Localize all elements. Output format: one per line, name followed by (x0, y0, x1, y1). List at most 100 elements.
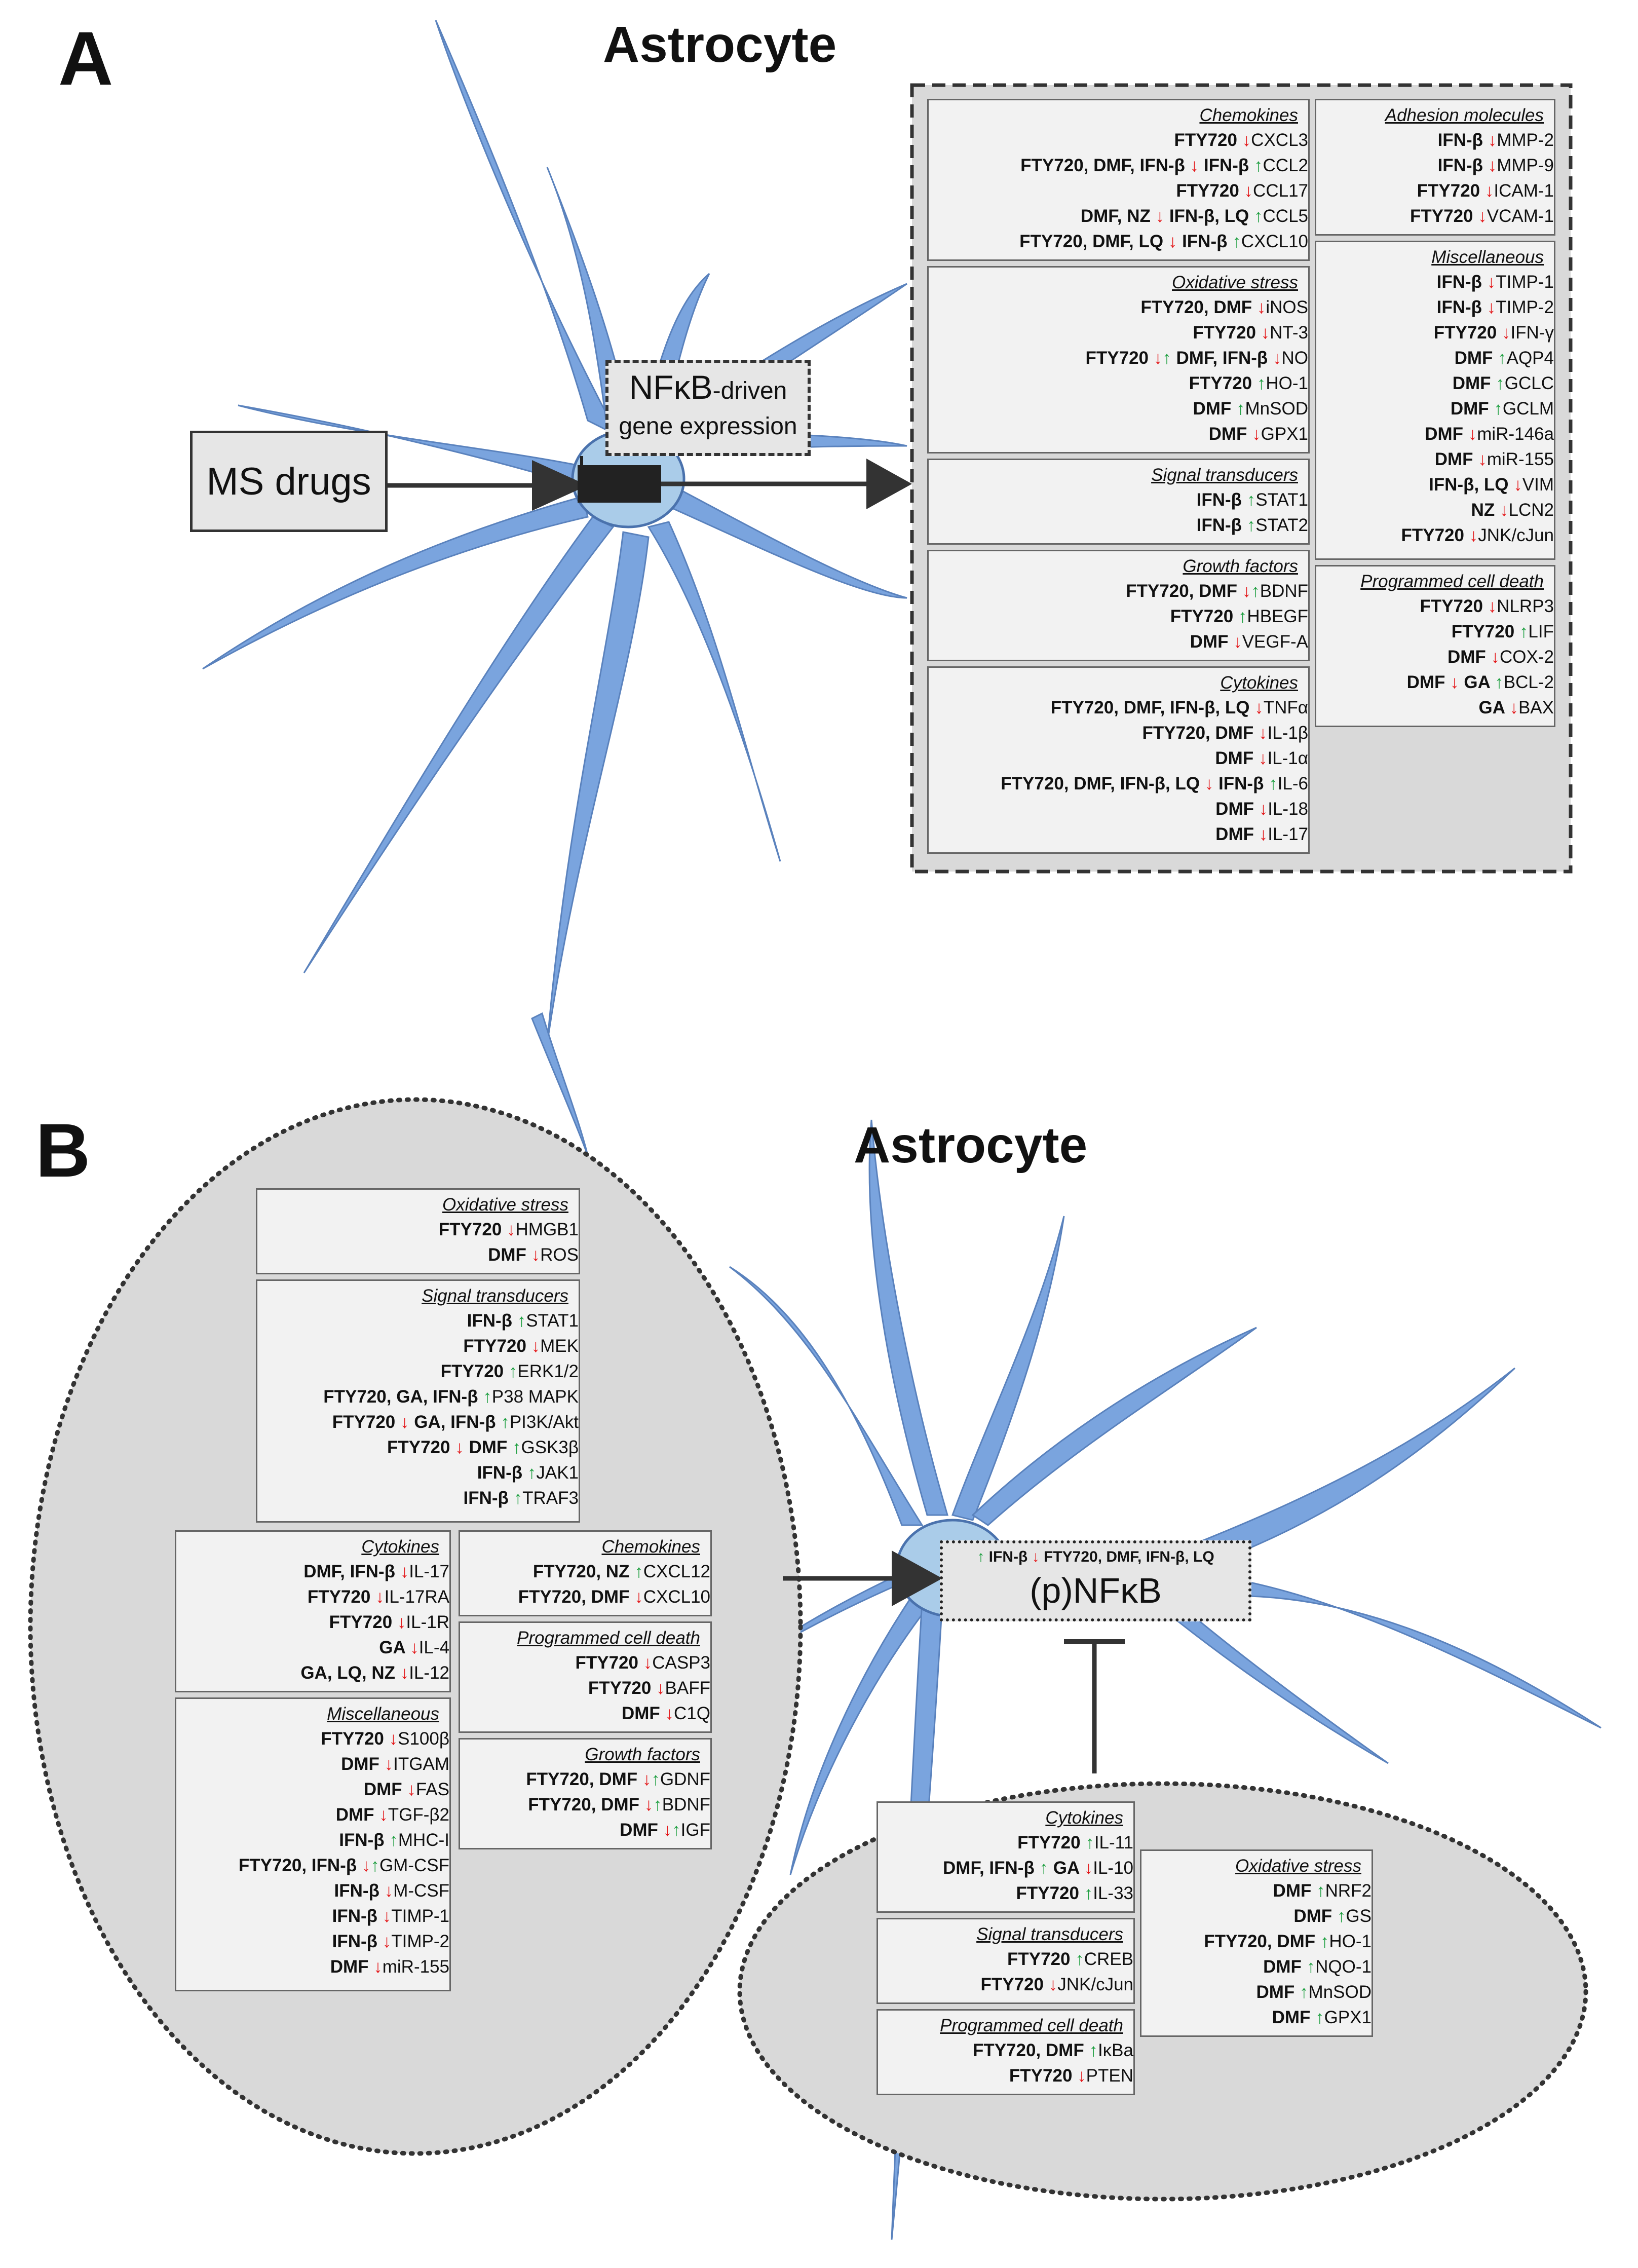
drug-effects: DMF ↑ (929, 399, 1245, 419)
down-arrow-icon: ↓ (531, 1336, 541, 1356)
gene-row: FTY720 ↓IL-17RA (176, 1584, 449, 1610)
gene-name: IL-6 (1277, 774, 1308, 793)
down-arrow-icon: ↓ (507, 1220, 516, 1239)
down-arrow-icon: ↓ (400, 1412, 409, 1432)
drug-effects: FTY720 ↓ (176, 1729, 398, 1749)
up-arrow-icon: ↑ (1254, 156, 1263, 175)
up-arrow-icon: ↑ (634, 1562, 643, 1581)
gene-row: IFN-β, LQ ↓VIM (1316, 472, 1554, 498)
down-arrow-icon: ↓ (397, 1612, 406, 1632)
down-arrow-icon: ↓ (1487, 272, 1496, 292)
drug-name: DMF (1406, 672, 1445, 692)
gene-name: iNOS (1266, 297, 1308, 317)
gene-row: FTY720 ↓HMGB1 (257, 1217, 579, 1242)
drug-effects: FTY720 ↑ (929, 607, 1247, 627)
drug-name: DMF (620, 1820, 658, 1840)
gene-name: MnSOD (1308, 1982, 1372, 2002)
up-arrow-icon: ↑ (1254, 206, 1263, 226)
gene-name: HO-1 (1266, 373, 1308, 393)
down-arrow-icon: ↓ (1478, 206, 1487, 226)
gene-name: BAX (1518, 698, 1554, 717)
gene-name: CCL5 (1263, 206, 1308, 226)
ms-drugs-box: MS drugs (190, 431, 388, 532)
drug-name: FTY720 (1189, 373, 1252, 393)
gene-name: MEK (540, 1336, 579, 1356)
drug-effects: FTY720, DMF ↓ (460, 1587, 643, 1607)
gene-name: STAT2 (1255, 515, 1308, 535)
gene-name: AQP4 (1506, 348, 1554, 368)
drug-effects: IFN-β ↓ (176, 1881, 394, 1901)
up-arrow-icon: ↑ (1085, 1833, 1094, 1853)
down-arrow-icon: ↓ (1450, 672, 1459, 692)
up-arrow-icon: ↑ (651, 1769, 660, 1789)
gene-row: DMF ↓ROS (257, 1242, 579, 1268)
gene-name: GCLC (1504, 373, 1554, 393)
up-arrow-icon: ↑ (1495, 672, 1504, 692)
drug-name: FTY720 (440, 1362, 504, 1381)
drug-effects: IFN-β ↑ (929, 490, 1256, 510)
drug-effects: DMF ↑ (1316, 399, 1503, 419)
drug-effects: NZ ↓ (1316, 500, 1509, 520)
gene-name: VCAM-1 (1487, 206, 1554, 226)
astrocyte-a-process (238, 404, 584, 488)
drug-name: DMF (335, 1805, 374, 1825)
astrocyte-b-process (729, 1266, 924, 1526)
drug-effects: FTY720 ↓ (929, 323, 1270, 343)
gene-name: TIMP-2 (391, 1932, 449, 1951)
drug-effects: FTY720 ↓ (176, 1587, 385, 1607)
gene-name: miR-155 (382, 1957, 449, 1977)
gene-row: DMF ↓ITGAM (176, 1752, 449, 1777)
drug-name: FTY720 (1417, 181, 1480, 201)
drug-name: DMF (1454, 348, 1493, 368)
drug-effects: IFN-β ↓ (1316, 297, 1496, 318)
gene-name: IL-1R (406, 1612, 449, 1632)
category-title: Programmed cell death (940, 2016, 1123, 2035)
gene-row: DMF, IFN-β ↑ GA ↓IL-10 (878, 1856, 1133, 1881)
down-arrow-icon: ↓ (1233, 632, 1242, 652)
drug-name: IFN-β (467, 1311, 513, 1331)
gene-row: FTY720, DMF ↓CXCL10 (460, 1584, 710, 1610)
up-arrow-icon: ↑ (1269, 774, 1278, 793)
drug-name: DMF (1273, 1881, 1312, 1901)
drug-name: FTY720 (1193, 323, 1256, 343)
drug-effects: IFN-β ↑ (257, 1311, 526, 1331)
down-arrow-icon: ↓ (407, 1780, 416, 1799)
astrocyte-a-process (435, 20, 620, 438)
drug-effects: FTY720, NZ ↑ (460, 1562, 643, 1582)
down-arrow-icon: ↓ (1258, 748, 1268, 768)
gene-row: FTY720 ↓PTEN (878, 2063, 1133, 2089)
drug-name: FTY720 (307, 1587, 371, 1607)
gene-row: DMF, IFN-β ↓IL-17 (176, 1559, 449, 1584)
drug-effects: GA ↓ (1316, 698, 1518, 718)
down-arrow-icon: ↓ (1259, 723, 1268, 743)
astrocyte-b-process (1215, 1575, 1602, 1729)
category-title: Growth factors (1183, 556, 1298, 576)
drug-effects: DMF ↓ (1316, 424, 1477, 444)
gene-expression-label: gene expression (619, 413, 797, 440)
drug-effects: FTY720 ↓ (1316, 596, 1497, 617)
up-arrow-icon: ↑ (977, 1548, 985, 1565)
gene-row: FTY720 ↓CXCL3 (929, 128, 1308, 153)
gene-row: DMF ↑GPX1 (1141, 2005, 1372, 2030)
down-arrow-icon: ↓ (1273, 348, 1282, 368)
gene-name: COX-2 (1500, 647, 1554, 667)
gene-row: GA, LQ, NZ ↓IL-12 (176, 1660, 449, 1686)
gene-name: GDNF (660, 1769, 710, 1789)
drug-effects: FTY720 ↑ (257, 1362, 518, 1382)
down-arrow-icon: ↓ (1256, 297, 1266, 317)
drug-name: GA, LQ, NZ (300, 1663, 395, 1683)
down-arrow-icon: ↓ (1469, 525, 1478, 545)
gene-name: JAK1 (536, 1463, 579, 1483)
up-arrow-icon: ↑ (527, 1463, 537, 1483)
gene-row: IFN-β ↑STAT1 (929, 487, 1308, 513)
drug-name: FTY720 (387, 1438, 450, 1457)
drug-effects: DMF ↓ (929, 632, 1242, 652)
drug-effects: DMF ↑ (1316, 373, 1505, 394)
gene-row: DMF, NZ ↓ IFN-β, LQ ↑CCL5 (929, 204, 1308, 229)
gene-row: DMF ↓IL-18 (929, 797, 1308, 822)
drug-name: DMF (469, 1438, 508, 1457)
